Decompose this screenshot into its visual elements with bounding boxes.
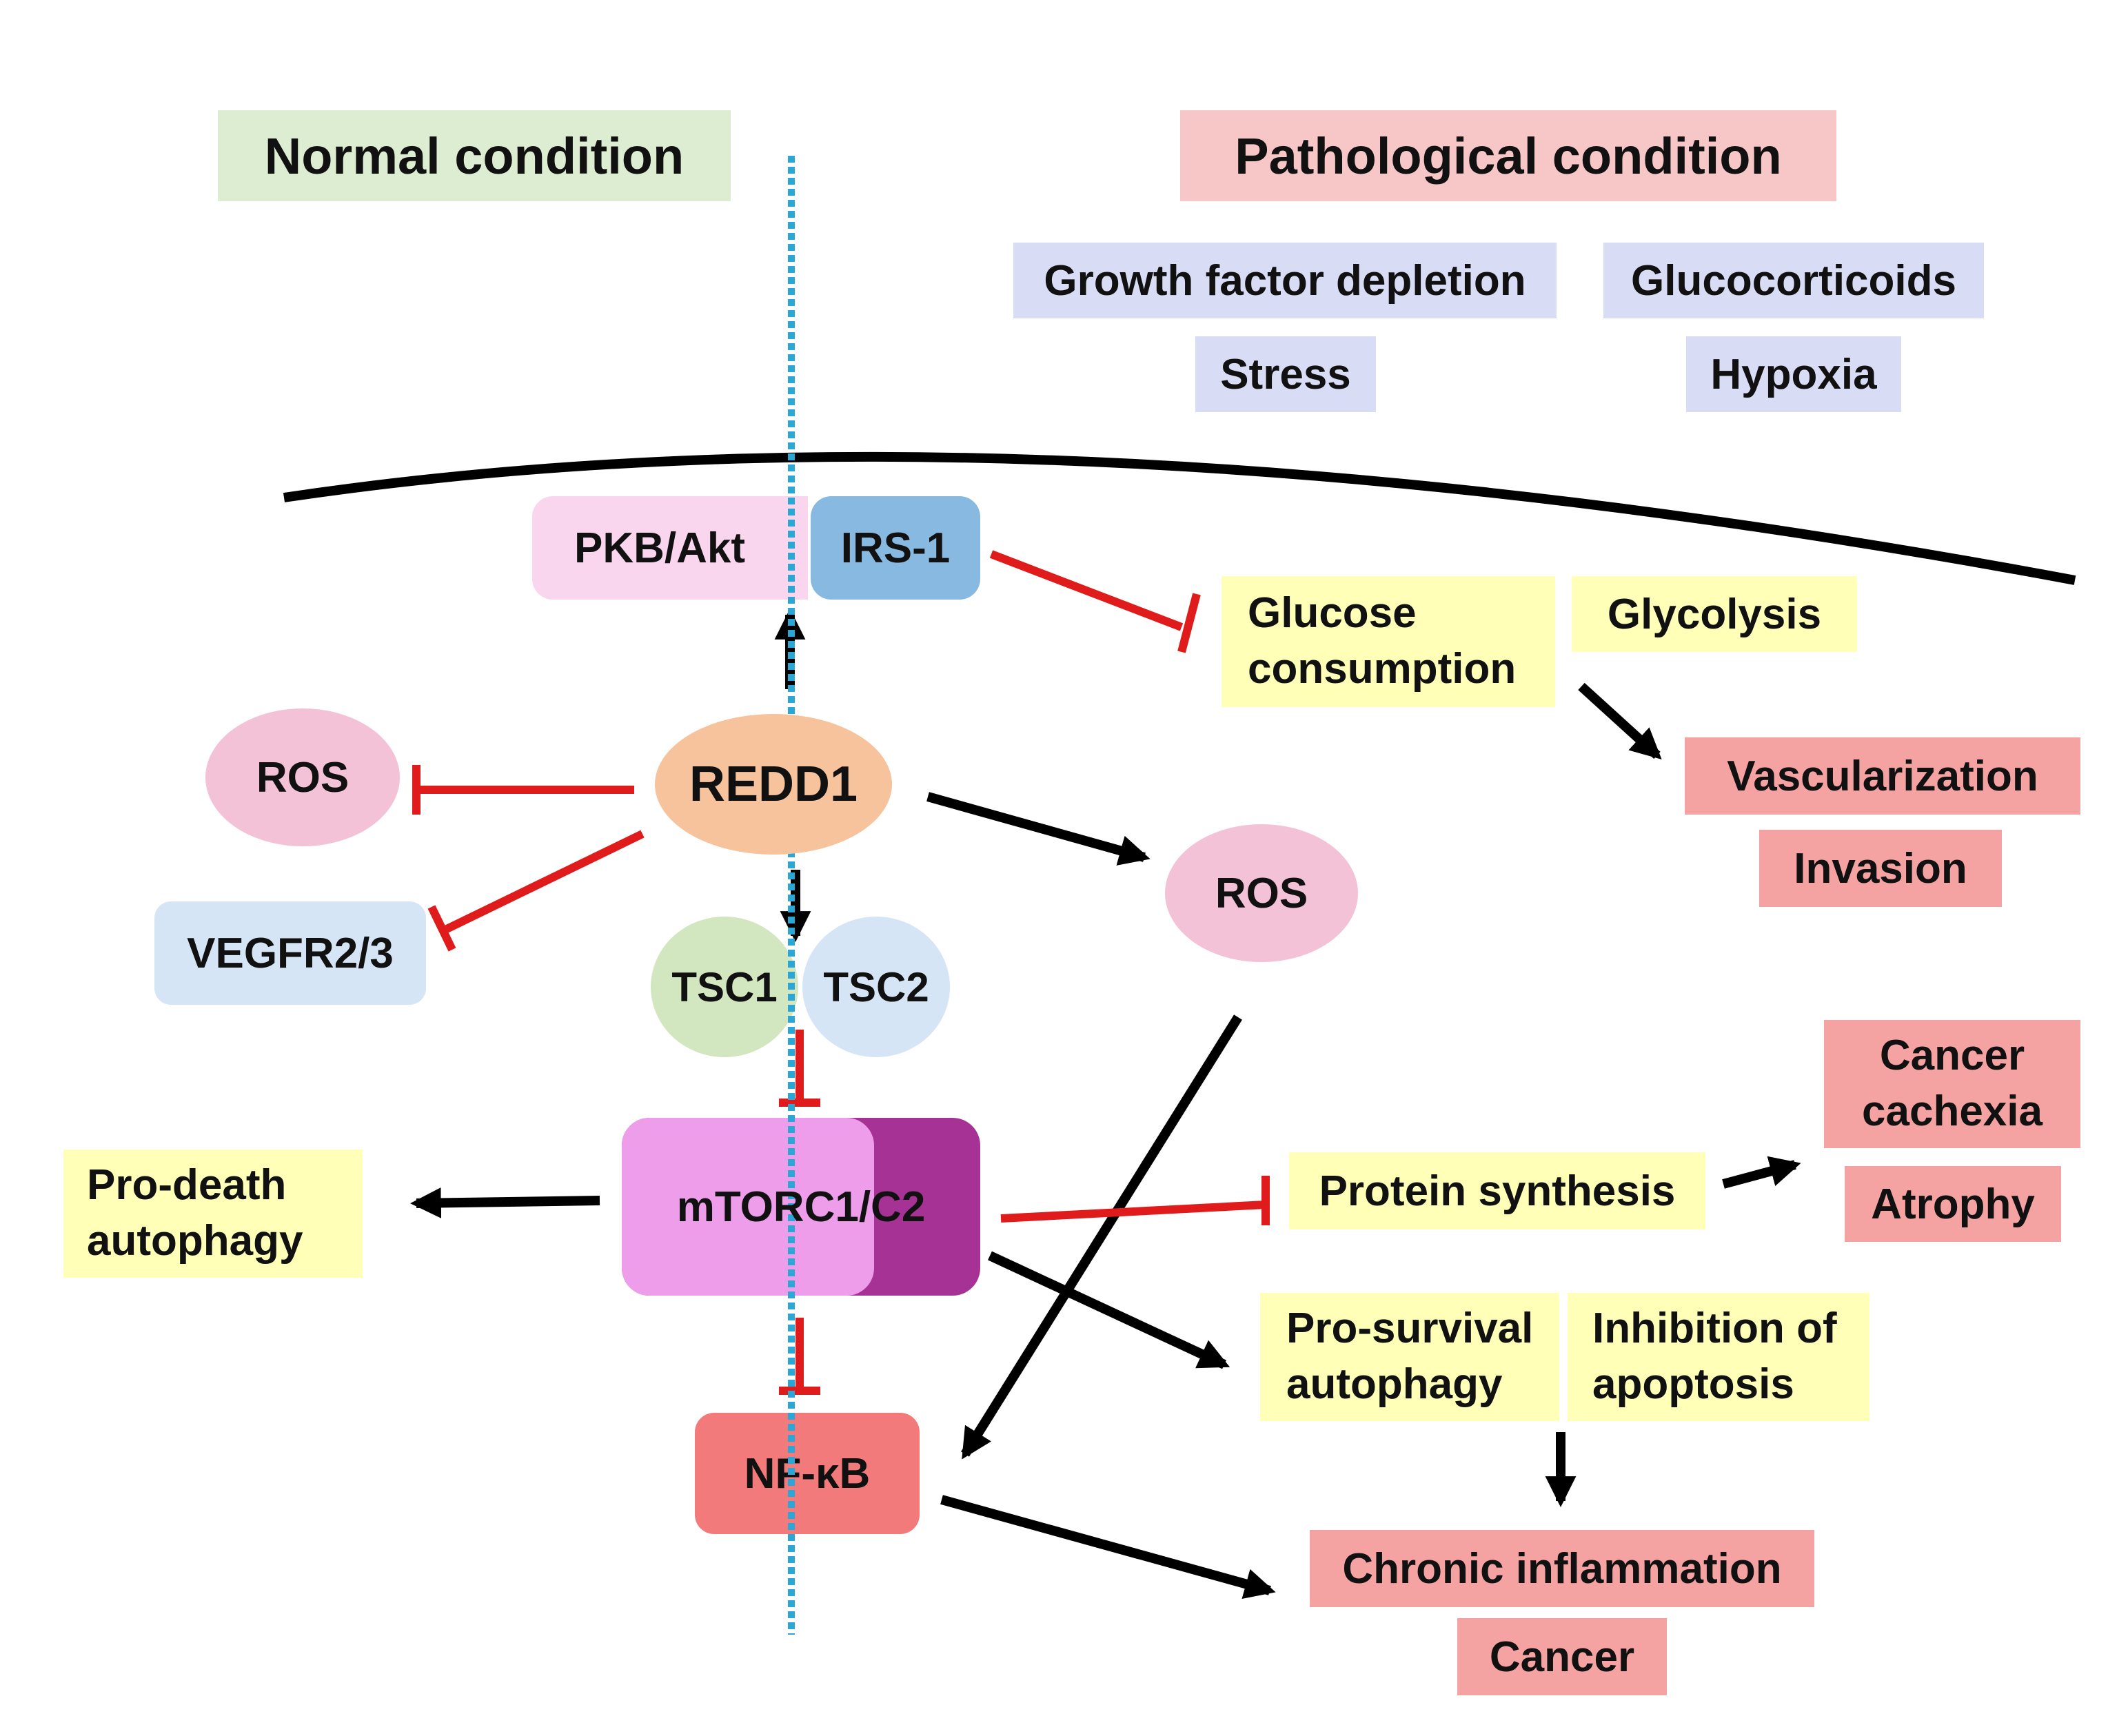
cancer-cachexia-box: Cancer cachexia (1824, 1020, 2080, 1148)
glycolysis-box: Glycolysis (1572, 576, 1857, 652)
atrophy-box: Atrophy (1845, 1166, 2061, 1242)
cancer-cachexia-label: Cancer cachexia (1862, 1032, 2043, 1135)
ros-left-label: ROS (256, 753, 349, 801)
inhibit-mtor-nfkb (779, 1318, 820, 1395)
ros-left-node: ROS (205, 708, 400, 846)
pro-death-autophagy-box: Pro-death autophagy (63, 1150, 363, 1278)
arrow-glucose-to-vascularization (1578, 682, 1662, 760)
irs1-node: IRS-1 (811, 496, 980, 600)
inhibit-irs-glucose (989, 550, 1201, 653)
cancer-label: Cancer (1489, 1633, 1635, 1681)
glucocorticoids-box: Glucocorticoids (1603, 243, 1984, 318)
pkb-akt-node: PKB/Akt (532, 496, 808, 600)
pathological-condition-label: Pathological condition (1235, 127, 1782, 185)
hypoxia-box: Hypoxia (1686, 336, 1901, 412)
inhibition-of-apoptosis-box: Inhibition of apoptosis (1568, 1293, 1869, 1421)
pro-survival-autophagy-box: Pro-survival autophagy (1260, 1293, 1559, 1421)
protein-synthesis-label: Protein synthesis (1319, 1167, 1676, 1215)
pro-survival-autophagy-label: Pro-survival autophagy (1286, 1305, 1534, 1408)
normal-condition-label: Normal condition (264, 127, 685, 185)
vascularization-box: Vascularization (1685, 737, 2080, 815)
nfkb-label: NF-κB (744, 1449, 871, 1498)
chronic-inflammation-label: Chronic inflammation (1342, 1544, 1782, 1593)
nfkb-node: NF-κB (695, 1413, 920, 1534)
vascularization-label: Vascularization (1727, 752, 2038, 800)
tsc1-label: TSC1 (671, 963, 778, 1010)
arrow-nfkb-to-chronic (940, 1495, 1276, 1600)
growth-factor-depletion-label: Growth factor depletion (1044, 256, 1526, 305)
tsc2-node (802, 917, 950, 1057)
mtor-complex-light-part (622, 1118, 874, 1296)
arrow-ros-to-nfkb (961, 1014, 1242, 1460)
redd1-node: REDD1 (655, 714, 892, 855)
inhibit-tsc-mtor (779, 1030, 820, 1107)
inhibit-mtor-protein (1000, 1176, 1270, 1225)
vegfr-label: VEGFR2/3 (187, 929, 394, 977)
glucose-consumption-label: Glucose consumption (1248, 589, 1517, 693)
chronic-inflammation-box: Chronic inflammation (1310, 1530, 1814, 1607)
tsc2-label-wrap: TSC2 (802, 917, 950, 1057)
invasion-label: Invasion (1794, 844, 1967, 892)
mtor-label: mTORC1/C2 (676, 1183, 926, 1231)
invasion-box: Invasion (1759, 830, 2002, 907)
stress-box: Stress (1195, 336, 1376, 412)
cancer-box: Cancer (1457, 1618, 1667, 1695)
pro-death-autophagy-label: Pro-death autophagy (87, 1161, 303, 1265)
arrow-mtor-to-prodeath (410, 1187, 600, 1218)
cell-membrane (283, 451, 2076, 585)
tsc1-node (651, 917, 798, 1057)
arrow-mtor-to-prosurvival (988, 1251, 1230, 1369)
mtor-label-wrap: mTORC1/C2 (622, 1118, 980, 1296)
inhibit-redd1-vegfr (427, 830, 645, 952)
normal-condition-header: Normal condition (218, 110, 731, 201)
tsc2-label: TSC2 (823, 963, 929, 1010)
pkb-akt-label: PKB/Akt (574, 524, 746, 572)
redd1-label: REDD1 (689, 757, 858, 812)
atrophy-label: Atrophy (1871, 1180, 2035, 1228)
inhibit-redd1-ros (412, 765, 634, 815)
stress-label: Stress (1220, 350, 1351, 398)
arrow-redd1-to-ros (926, 792, 1151, 866)
ros-right-label: ROS (1215, 869, 1308, 917)
pathological-condition-header: Pathological condition (1180, 110, 1836, 201)
irs1-label: IRS-1 (840, 524, 951, 572)
arrow-protein-to-cachexia (1722, 1156, 1801, 1189)
ros-right-node: ROS (1165, 824, 1358, 962)
growth-factor-depletion-box: Growth factor depletion (1013, 243, 1557, 318)
protein-synthesis-box: Protein synthesis (1289, 1152, 1705, 1229)
glucose-consumption-box: Glucose consumption (1222, 576, 1555, 707)
inhibition-of-apoptosis-label: Inhibition of apoptosis (1592, 1305, 1837, 1408)
glycolysis-label: Glycolysis (1607, 590, 1822, 638)
tsc1-label-wrap: TSC1 (651, 917, 798, 1057)
glucocorticoids-label: Glucocorticoids (1631, 256, 1956, 305)
hypoxia-label: Hypoxia (1710, 350, 1877, 398)
vegfr-node: VEGFR2/3 (154, 901, 426, 1005)
